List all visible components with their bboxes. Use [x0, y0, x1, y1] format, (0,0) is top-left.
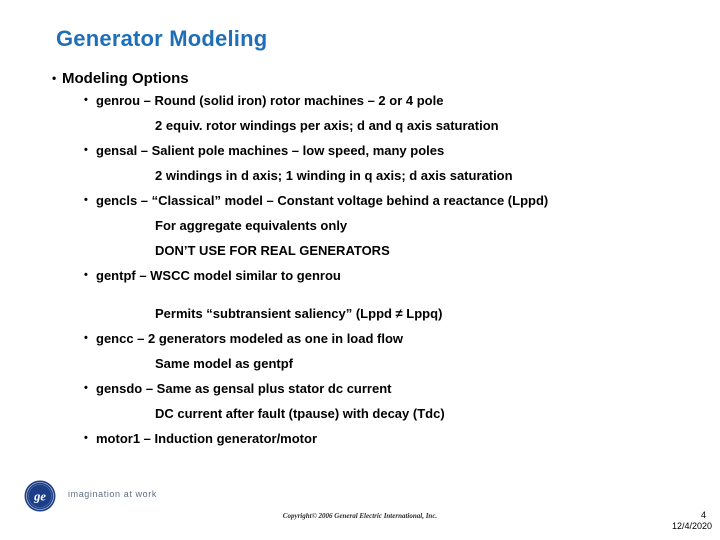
page-title: Generator Modeling [56, 26, 268, 51]
bullet-icon: • [84, 94, 88, 106]
bullet-icon: • [84, 144, 88, 156]
bullet-icon: • [84, 194, 88, 206]
list-item-label: gensal – Salient pole machines – low spe… [96, 143, 445, 158]
bullet-icon: • [52, 71, 57, 85]
list-item: 2 windings in d axis; 1 winding in q axi… [0, 166, 720, 191]
list-item: • gensdo – Same as gensal plus stator dc… [0, 379, 720, 404]
list-item: • gentpf – WSCC model similar to genrou [0, 266, 720, 291]
list-item-label: Permits “subtransient saliency” (Lppd ≠ … [155, 306, 443, 321]
list-item-label: gentpf – WSCC model similar to genrou [96, 268, 341, 283]
list-item: • genrou – Round (solid iron) rotor mach… [0, 91, 720, 116]
list-item-label: For aggregate equivalents only [155, 218, 348, 233]
list-item: • motor1 – Induction generator/motor [0, 429, 720, 454]
bullet-icon: • [84, 432, 88, 444]
list-item: Same model as gentpf [0, 354, 720, 379]
list-item-label: genrou – Round (solid iron) rotor machin… [96, 93, 444, 108]
slide-date: 12/4/2020 [671, 521, 712, 531]
list-item-label: gencc – 2 generators modeled as one in l… [96, 331, 404, 346]
content-body: • Modeling Options • genrou – Round (sol… [0, 68, 720, 454]
copyright-notice: Copyright© 2006 General Electric Interna… [282, 512, 438, 520]
bullet-icon: • [84, 332, 88, 344]
ge-tagline: imagination at work [68, 489, 157, 499]
bullet-icon: • [84, 382, 88, 394]
list-item-label: Same model as gentpf [155, 356, 293, 371]
slide-number: 4 [700, 510, 706, 520]
list-item-label: 2 equiv. rotor windings per axis; d and … [155, 118, 499, 133]
list-item: Permits “subtransient saliency” (Lppd ≠ … [0, 304, 720, 329]
list-item-label: Modeling Options [62, 70, 189, 87]
list-item-label: 2 windings in d axis; 1 winding in q axi… [155, 168, 513, 183]
list-item: DON’T USE FOR REAL GENERATORS [0, 241, 720, 266]
ge-monogram-icon: ge [24, 480, 56, 512]
list-item: • gencls – “Classical” model – Constant … [0, 191, 720, 216]
list-item: 2 equiv. rotor windings per axis; d and … [0, 116, 720, 141]
svg-text:ge: ge [33, 490, 46, 504]
list-item-label: gencls – “Classical” model – Constant vo… [96, 193, 549, 208]
list-item-label: DC current after fault (tpause) with dec… [155, 406, 445, 421]
ge-logo: ge imagination at work [24, 480, 164, 514]
list-item: DC current after fault (tpause) with dec… [0, 404, 720, 429]
list-item-label: DON’T USE FOR REAL GENERATORS [155, 243, 390, 258]
list-item-label: gensdo – Same as gensal plus stator dc c… [96, 381, 392, 396]
bullet-icon: • [84, 269, 88, 281]
list-item: For aggregate equivalents only [0, 216, 720, 241]
list-item-heading: • Modeling Options [0, 68, 720, 91]
list-item: • gencc – 2 generators modeled as one in… [0, 329, 720, 354]
list-item-label: motor1 – Induction generator/motor [96, 431, 318, 446]
list-item: • gensal – Salient pole machines – low s… [0, 141, 720, 166]
